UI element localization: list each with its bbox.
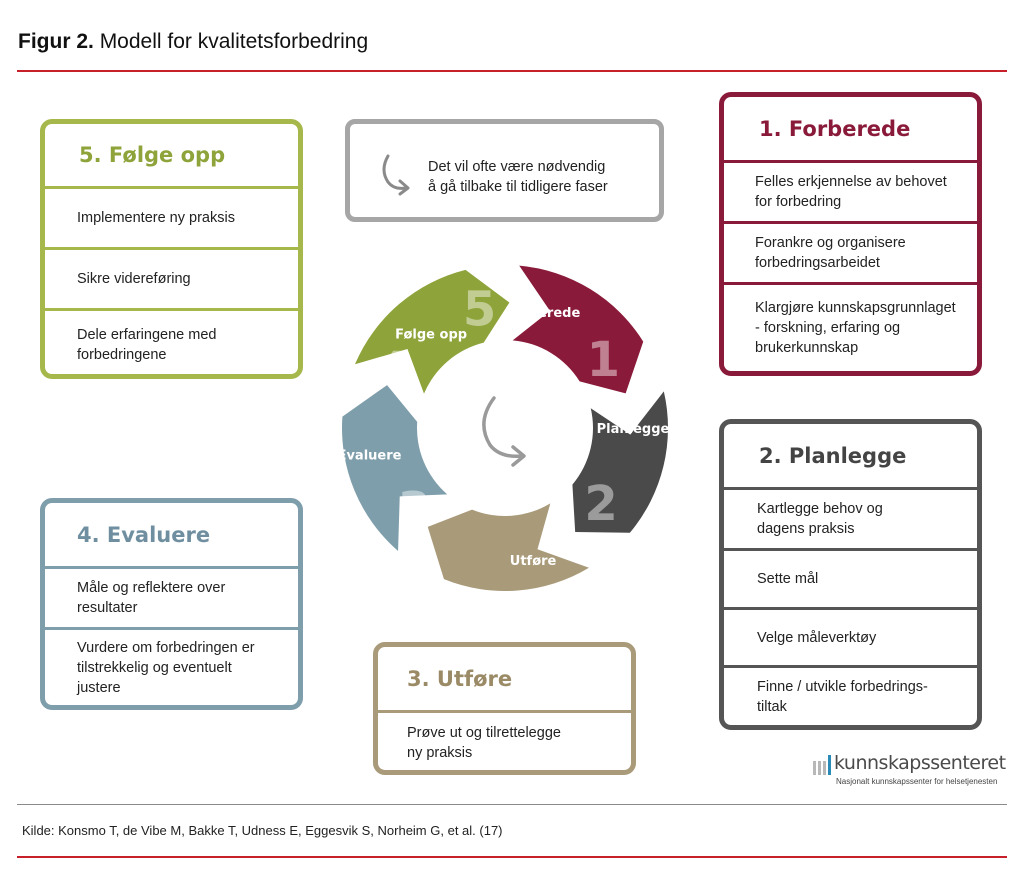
note-line: Det vil ofte være nødvendig — [428, 159, 606, 175]
item-line: Dele erfaringene med — [77, 326, 217, 343]
source-citation: Kilde: Konsmo T, de Vibe M, Bakke T, Udn… — [22, 823, 503, 838]
item-line: Forankre og organisere — [755, 235, 906, 251]
item-line: justere — [77, 679, 121, 696]
phase-item: Dele erfaringene med forbedringene — [45, 308, 298, 374]
item-line: Måle og reflektere over — [77, 580, 226, 596]
item-line: Implementere ny praksis — [77, 210, 235, 226]
item-line: dagens praksis — [757, 521, 855, 537]
item-line: Prøve ut og tilrettelegge — [407, 724, 561, 741]
phase-title: 1. Forberede — [759, 116, 911, 141]
item-line: Sette mål — [757, 571, 819, 587]
item-line: tiltak — [757, 698, 787, 715]
cycle-number-4: 4 — [377, 342, 410, 398]
figure-title-text: Modell for kvalitetsforbedring — [99, 30, 369, 53]
item-line: for forbedring — [755, 194, 842, 210]
note-box: Det vil ofte være nødvendig å gå tilbake… — [345, 119, 664, 222]
item-line: ny praksis — [407, 744, 473, 761]
logo-name: kunnskapssenteret — [834, 752, 1006, 774]
footer-divider — [17, 804, 1007, 805]
phase-title: 4. Evaluere — [77, 522, 211, 547]
figure-label: Figur 2. — [18, 30, 94, 53]
phase-item: Vurdere om forbedringen er tilstrekkelig … — [45, 627, 298, 705]
phase-box-utfore: 3. Utføre Prøve ut og tilrettelegge ny pr… — [373, 642, 636, 775]
phase-title: 3. Utføre — [407, 666, 513, 691]
cycle-number-5: 5 — [463, 282, 496, 338]
phase-title: 2. Planlegge — [759, 443, 907, 468]
logo-subtitle: Nasjonalt kunnskapssenter for helsetjene… — [836, 777, 998, 786]
top-divider — [17, 70, 1007, 72]
phase-item: Klargjøre kunnskapsgrunnlaget - forskning… — [724, 282, 977, 371]
item-line: Kartlegge behov og — [757, 501, 883, 517]
item-line: tilstrekkelig og eventuelt — [77, 659, 232, 676]
item-line: Vurdere om forbedringen er — [77, 639, 255, 656]
figure-title: Figur 2. Modell for kvalitetsforbedring — [18, 30, 368, 54]
cycle-segment-3 — [427, 503, 589, 591]
cycle-label-5: Følge opp — [395, 327, 467, 342]
item-line: Finne / utvikle forbedrings- — [757, 678, 928, 695]
note-text: Det vil ofte være nødvendig å gå tilbake… — [428, 157, 608, 197]
note-line: å gå tilbake til tidligere faser — [428, 179, 608, 195]
phase-title: 5. Følge opp — [79, 143, 226, 167]
item-line: - forskning, erfaring og — [755, 320, 901, 336]
cycle-label-1: Forberede — [505, 306, 580, 321]
bottom-divider — [17, 856, 1007, 858]
phase-item: Felles erkjennelse av behovet for forbedr… — [724, 160, 977, 221]
item-line: Felles erkjennelse av behovet — [755, 174, 947, 190]
logo-bars-icon — [813, 755, 831, 775]
phase-item: Implementere ny praksis — [45, 186, 298, 247]
phase-item: Kartlegge behov og dagens praksis — [724, 487, 977, 548]
return-arrow-icon — [382, 154, 410, 196]
cycle-number-3: 3 — [398, 483, 431, 539]
cycle-number-2: 2 — [584, 476, 617, 532]
phase-box-folge-opp: 5. Følge opp Implementere ny praksis Sik… — [40, 119, 303, 379]
item-line: forbedringene — [77, 346, 167, 363]
center-arrow-icon — [482, 396, 526, 467]
phase-box-evaluere: 4. Evaluere Måle og reflektere over resul… — [40, 498, 303, 710]
cycle-label-4: Evaluere — [338, 448, 402, 463]
item-line: resultater — [77, 600, 138, 616]
phase-item: Velge måleverktøy — [724, 607, 977, 665]
cycle-segment-2 — [572, 391, 668, 533]
phase-box-forberede: 1. Forberede Felles erkjennelse av behov… — [719, 92, 982, 376]
phase-item: Forankre og organisere forbedringsarbeide… — [724, 221, 977, 282]
cycle-segment-4 — [342, 385, 448, 552]
item-line: forbedringsarbeidet — [755, 255, 880, 271]
phase-item: Måle og reflektere over resultater — [45, 566, 298, 627]
cycle-label-2: Planlegge — [597, 422, 670, 437]
phase-box-planlegge: 2. Planlegge Kartlegge behov og dagens pr… — [719, 419, 982, 730]
cycle-number-1: 1 — [587, 332, 620, 388]
phase-item: Sette mål — [724, 548, 977, 607]
cycle-label-3: Utføre — [510, 554, 557, 569]
item-line: Velge måleverktøy — [757, 629, 877, 646]
item-line: Klargjøre kunnskapsgrunnlaget — [755, 300, 956, 316]
cycle-segment-5 — [354, 269, 510, 394]
item-line: brukerkunnskap — [755, 340, 859, 356]
phase-item: Prøve ut og tilrettelegge ny praksis — [378, 710, 631, 770]
phase-item: Finne / utvikle forbedrings-tiltak — [724, 665, 977, 725]
phase-item: Sikre videreføring — [45, 247, 298, 308]
item-line: Sikre videreføring — [77, 271, 191, 287]
cycle-segment-1 — [512, 265, 644, 394]
